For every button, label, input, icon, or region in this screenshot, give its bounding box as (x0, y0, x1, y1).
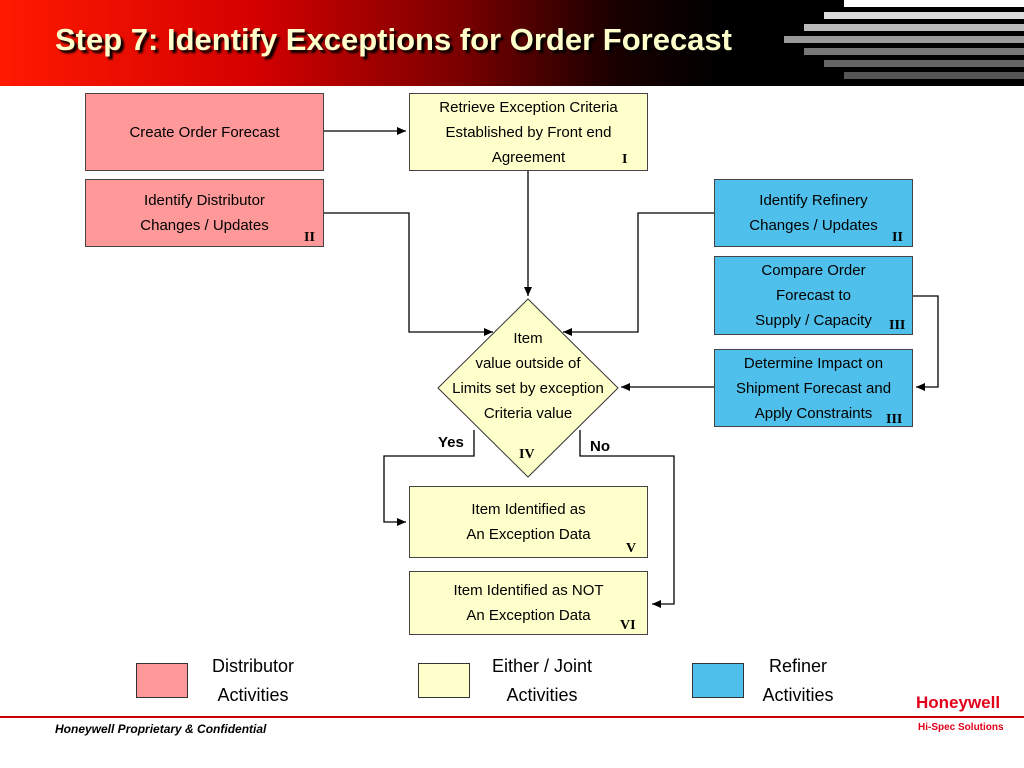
decision-text: Item value outside of Limits set by exce… (452, 330, 604, 422)
hi-spec-tagline: Hi-Spec Solutions (918, 722, 1004, 733)
decision-diamond (437, 298, 619, 478)
step-label-iii-compare: III (889, 318, 906, 333)
step-label-ii-refinery: II (892, 230, 903, 245)
decision-yes-label: Yes (438, 434, 464, 451)
box-identify-refinery-changes: Identify Refinery Changes / Updates (714, 179, 913, 247)
arrow-distributor-to-decision (324, 212, 493, 336)
legend-text-refiner: Refiner Activities (762, 656, 834, 705)
step-label-ii-distributor: II (304, 230, 315, 245)
arrow-compare-to-impact (913, 295, 939, 391)
box-determine-impact: Determine Impact on Shipment Forecast an… (714, 349, 913, 427)
footer-divider (0, 716, 1024, 718)
page-title: Step 7: Identify Exceptions for Order Fo… (55, 22, 732, 57)
footer-confidential-text: Honeywell Proprietary & Confidential (55, 722, 267, 736)
step-label-i: I (622, 152, 628, 167)
header-banner: Step 7: Identify Exceptions for Order Fo… (0, 0, 1024, 86)
header-stripes (784, 0, 1024, 79)
honeywell-logo: Honeywell (916, 693, 1001, 712)
step-label-iv: IV (519, 447, 535, 462)
legend-text-distributor: Distributor Activities (211, 656, 295, 705)
box-retrieve-exception-criteria: Retrieve Exception Criteria Established … (409, 93, 648, 171)
step-label-iii-impact: III (886, 412, 903, 427)
box-identify-distributor-changes: Identify Distributor Changes / Updates (85, 179, 324, 247)
legend-swatch-refiner (692, 663, 744, 698)
arrow-yes-to-exception (383, 430, 475, 526)
legend-text-joint: Either / Joint Activities (491, 656, 593, 705)
decision-no-label: No (590, 438, 610, 455)
arrow-no-to-not-exception (579, 430, 675, 608)
legend-swatch-joint (418, 663, 470, 698)
legend-swatch-distributor (136, 663, 188, 698)
arrow-refinery-to-decision (563, 212, 714, 336)
step-label-v: V (626, 541, 637, 556)
box-compare-order-forecast: Compare Order Forecast to Supply / Capac… (714, 256, 913, 335)
box-not-exception-data: Item Identified as NOT An Exception Data (409, 571, 648, 635)
box-exception-data: Item Identified as An Exception Data (409, 486, 648, 558)
step-label-vi: VI (620, 618, 636, 633)
box-create-order-forecast: Create Order Forecast (85, 93, 324, 171)
